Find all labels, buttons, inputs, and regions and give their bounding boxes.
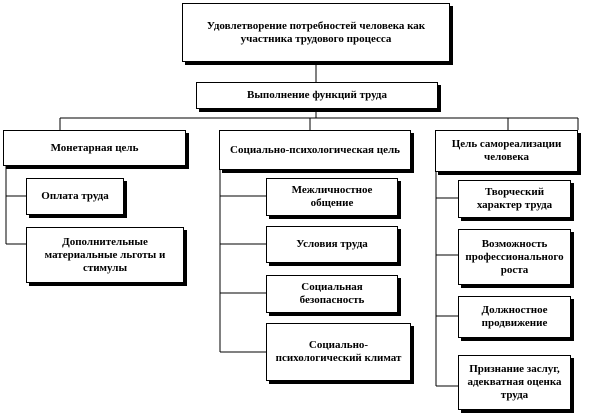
branch-item-professional-growth: Возможность профессионального роста bbox=[458, 229, 571, 285]
branch-item-pay: Оплата труда bbox=[26, 178, 124, 215]
branch-item-label: Возможность профессионального роста bbox=[465, 237, 564, 276]
root-label: Удовлетворение потребностей человека как… bbox=[206, 19, 426, 45]
branch-item-work-conditions: Условия труда bbox=[266, 226, 398, 263]
functions-box: Выполнение функций труда bbox=[196, 82, 438, 109]
branch-item-benefits: Дополнительные материальные льготы и сти… bbox=[26, 227, 184, 283]
branch-title: Монетарная цель bbox=[50, 141, 139, 154]
branch-item-label: Условия труда bbox=[296, 238, 368, 250]
branch-item-promotion: Должностное продвижение bbox=[458, 296, 571, 338]
branch-item-label: Социальная безопасность bbox=[299, 281, 365, 306]
branch-item-label: Признание заслуг, адекватная оценка труд… bbox=[467, 363, 562, 401]
functions-label: Выполнение функций труда bbox=[247, 89, 387, 101]
root-box: Удовлетворение потребностей человека как… bbox=[182, 3, 450, 62]
branch-item-social-security: Социальная безопасность bbox=[266, 275, 398, 313]
branch-item-label: Дополнительные материальные льготы и сти… bbox=[44, 235, 166, 274]
branch-item-climate: Социально-психологический климат bbox=[266, 323, 411, 381]
branch-header-social: Социально-психологическая цель bbox=[219, 130, 411, 170]
branch-title: Социально-психологическая цель bbox=[230, 143, 400, 156]
branch-header-monetary: Монетарная цель bbox=[3, 130, 186, 166]
branch-item-recognition: Признание заслуг, адекватная оценка труд… bbox=[458, 355, 571, 410]
branch-item-creative-work: Творческий характер труда bbox=[458, 180, 571, 218]
branch-title: Цель самореализации человека bbox=[451, 138, 562, 163]
branch-item-label: Оплата труда bbox=[41, 190, 109, 202]
branch-item-label: Межличностное общение bbox=[291, 184, 373, 209]
branch-item-label: Творческий характер труда bbox=[476, 186, 553, 211]
branch-item-communication: Межличностное общение bbox=[266, 178, 398, 216]
branch-header-self-realization: Цель самореализации человека bbox=[435, 130, 578, 172]
branch-item-label: Социально-психологический климат bbox=[275, 339, 402, 364]
branch-item-label: Должностное продвижение bbox=[481, 304, 548, 329]
